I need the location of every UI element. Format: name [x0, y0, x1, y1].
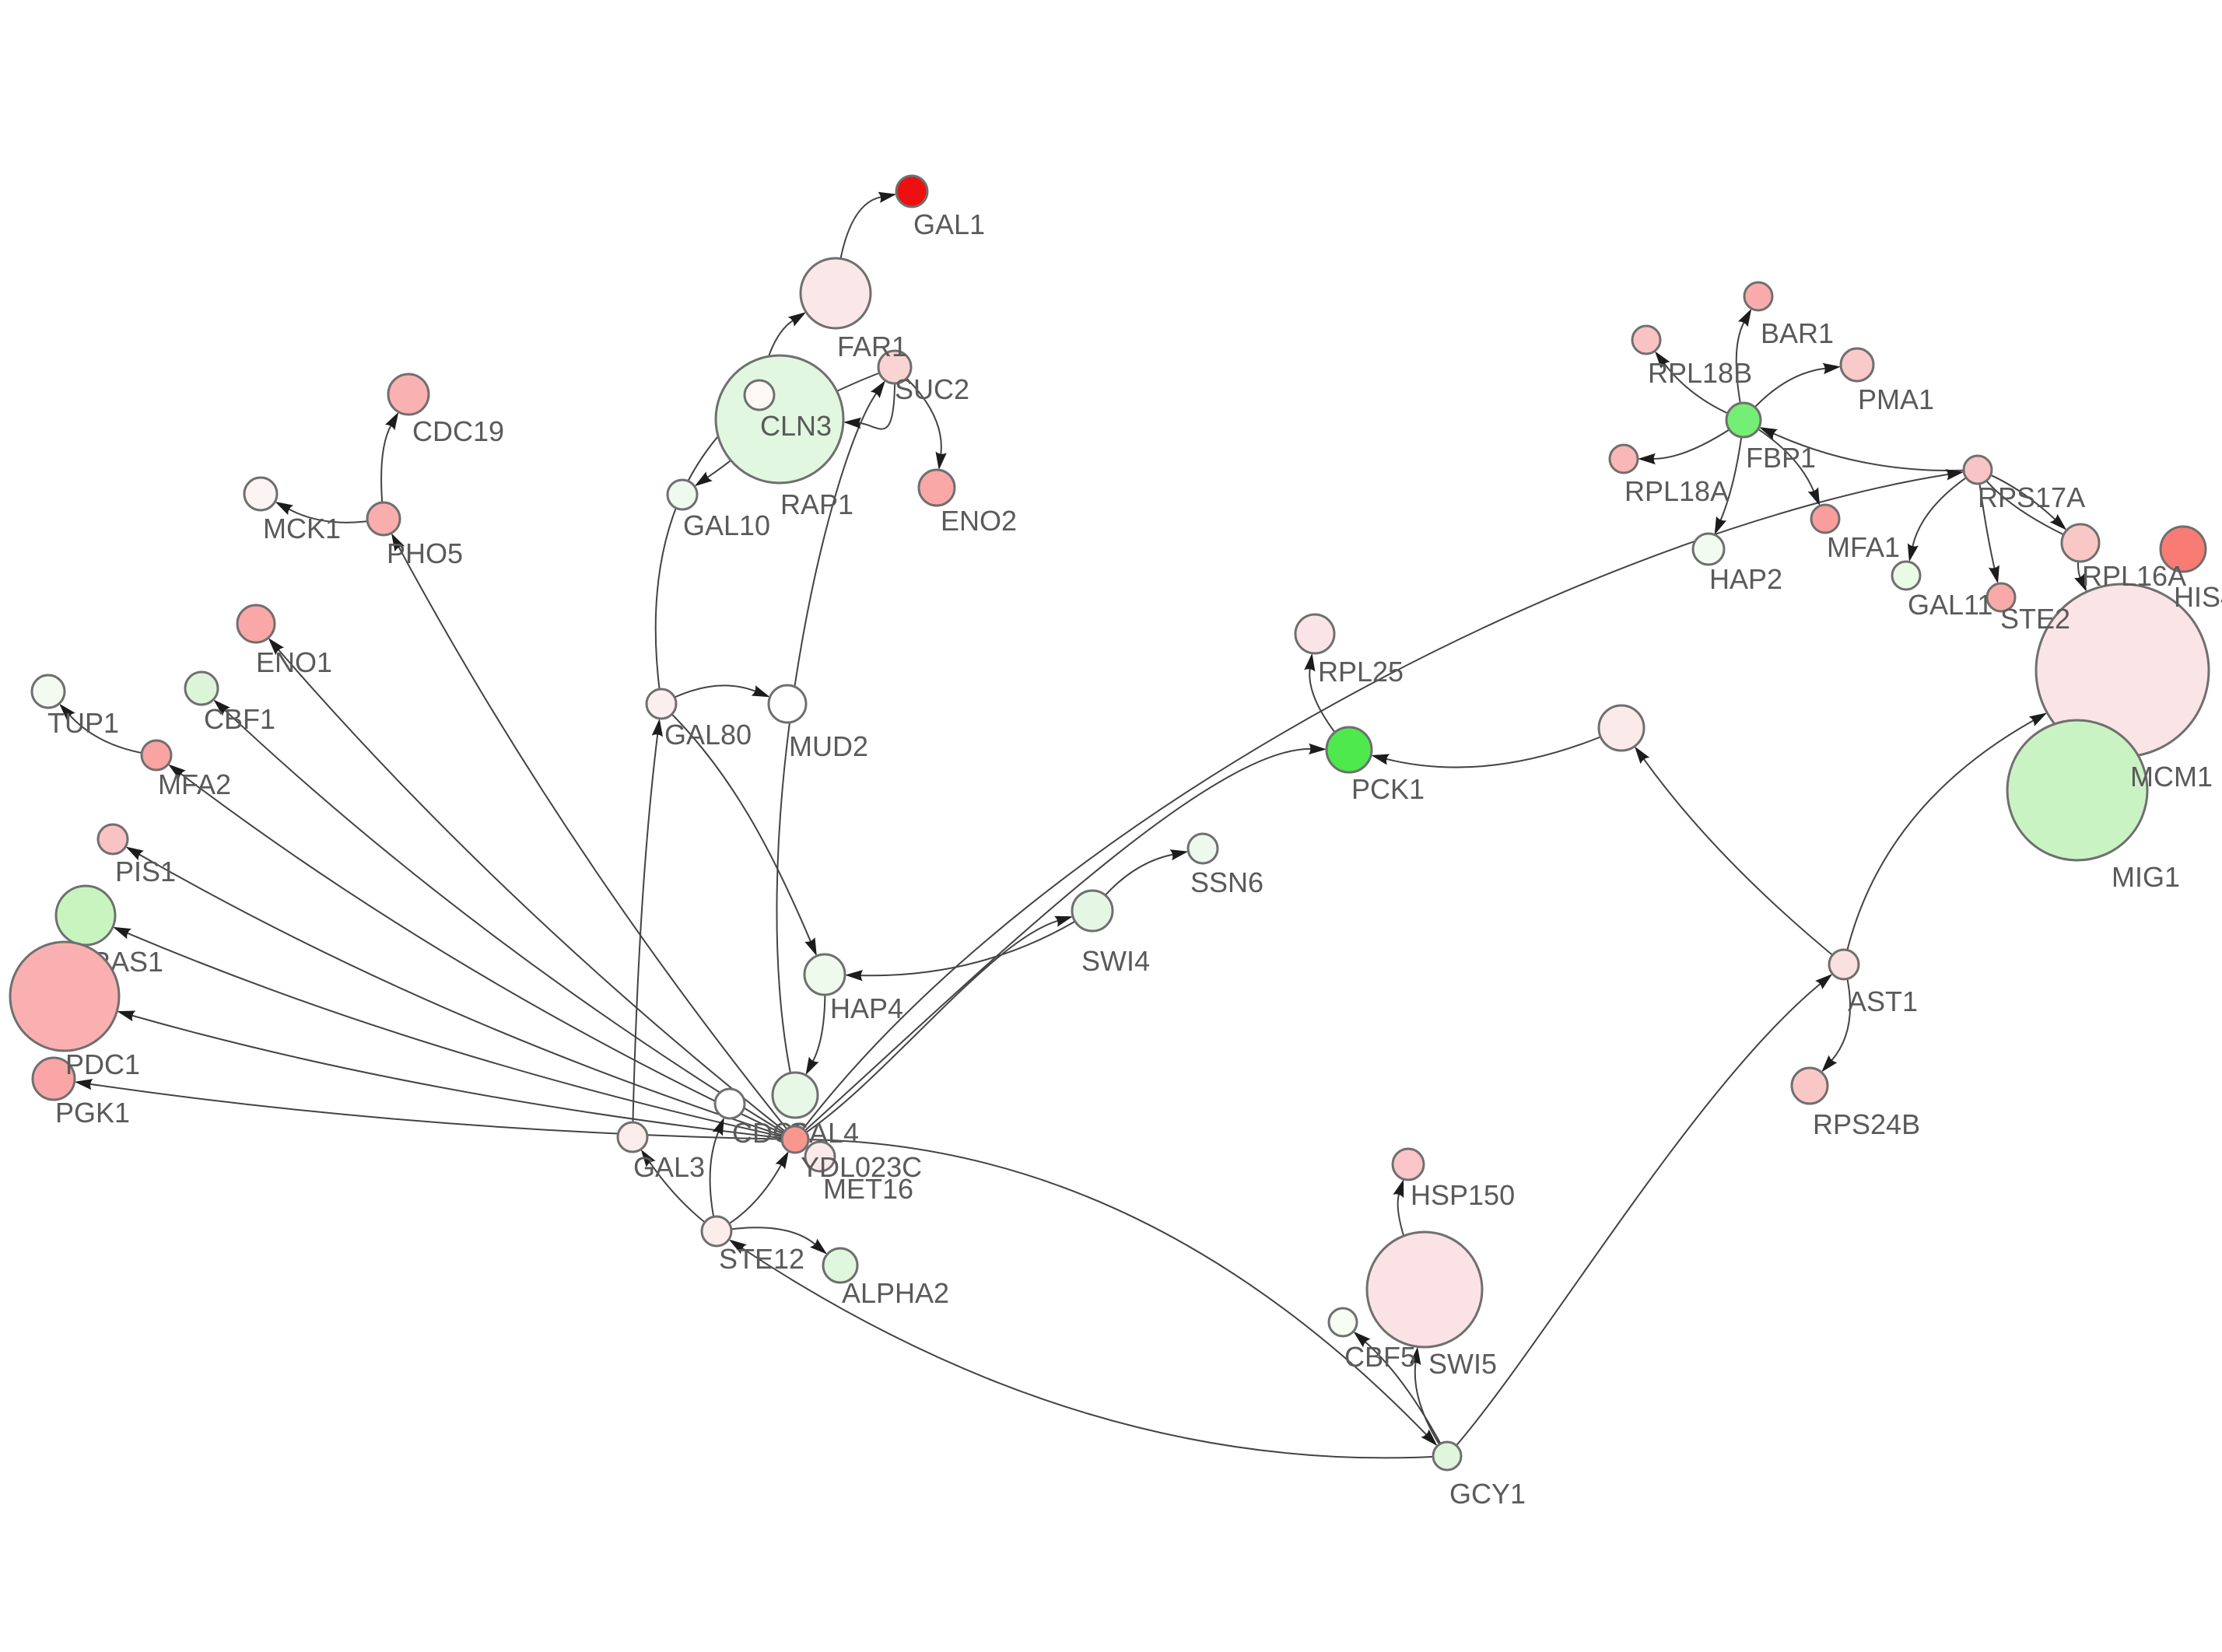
svg-text:GAL1: GAL1 [913, 208, 985, 240]
svg-text:ENO1: ENO1 [256, 646, 332, 678]
svg-text:PHO5: PHO5 [387, 537, 463, 569]
svg-text:MCM1: MCM1 [2130, 761, 2213, 793]
svg-text:TUP1: TUP1 [47, 707, 119, 739]
svg-text:RPS17A: RPS17A [1978, 481, 2085, 513]
svg-text:FAR1: FAR1 [837, 331, 907, 362]
svg-text:MFA2: MFA2 [158, 768, 231, 800]
svg-text:STE2: STE2 [2000, 603, 2070, 635]
svg-text:GAL10: GAL10 [683, 509, 770, 541]
svg-text:PMA1: PMA1 [1858, 383, 1934, 415]
svg-text:SUC2: SUC2 [895, 373, 969, 405]
svg-text:CBF5: CBF5 [1344, 1341, 1416, 1373]
svg-text:MIG1: MIG1 [2112, 861, 2180, 893]
svg-text:GCY1: GCY1 [1449, 1478, 1526, 1510]
svg-text:MCK1: MCK1 [263, 513, 341, 544]
svg-text:RPS24B: RPS24B [1813, 1108, 1920, 1140]
svg-text:PIS1: PIS1 [115, 856, 176, 887]
svg-text:CBF1: CBF1 [204, 703, 275, 735]
svg-text:BAR1: BAR1 [1761, 317, 1834, 349]
svg-text:YDL023C: YDL023C [801, 1151, 922, 1183]
svg-text:GAL80: GAL80 [664, 719, 752, 751]
svg-text:GAL3: GAL3 [633, 1151, 705, 1183]
svg-text:SWI5: SWI5 [1428, 1348, 1497, 1380]
svg-text:SWI4: SWI4 [1081, 945, 1150, 977]
svg-text:MFA1: MFA1 [1827, 531, 1900, 563]
svg-text:RPL18B: RPL18B [1648, 357, 1752, 389]
svg-text:RPL16A: RPL16A [2082, 560, 2186, 592]
svg-text:PDC1: PDC1 [65, 1048, 140, 1080]
svg-text:PGK1: PGK1 [55, 1097, 130, 1129]
svg-text:RAP1: RAP1 [780, 488, 853, 520]
svg-text:HAP2: HAP2 [1709, 563, 1782, 595]
svg-text:STE12: STE12 [719, 1243, 804, 1275]
svg-text:HSP150: HSP150 [1411, 1179, 1515, 1211]
svg-text:HIS4: HIS4 [2174, 581, 2222, 613]
svg-text:SSN6: SSN6 [1190, 866, 1263, 898]
svg-text:ENO2: ENO2 [941, 505, 1017, 537]
svg-text:RPL18A: RPL18A [1624, 475, 1729, 507]
svg-text:RPL25: RPL25 [1318, 656, 1404, 688]
svg-text:ALPHA2: ALPHA2 [842, 1277, 949, 1309]
svg-text:GAL11: GAL11 [1908, 589, 1992, 621]
svg-text:CDC19: CDC19 [412, 415, 504, 447]
svg-text:CLN3: CLN3 [760, 410, 832, 442]
svg-text:FBP1: FBP1 [1746, 442, 1816, 474]
svg-text:MET16: MET16 [823, 1173, 913, 1205]
svg-text:PCK1: PCK1 [1351, 773, 1425, 805]
svg-text:MUD2: MUD2 [789, 730, 868, 762]
svg-text:HAP4: HAP4 [830, 992, 903, 1024]
svg-text:AST1: AST1 [1848, 985, 1918, 1017]
